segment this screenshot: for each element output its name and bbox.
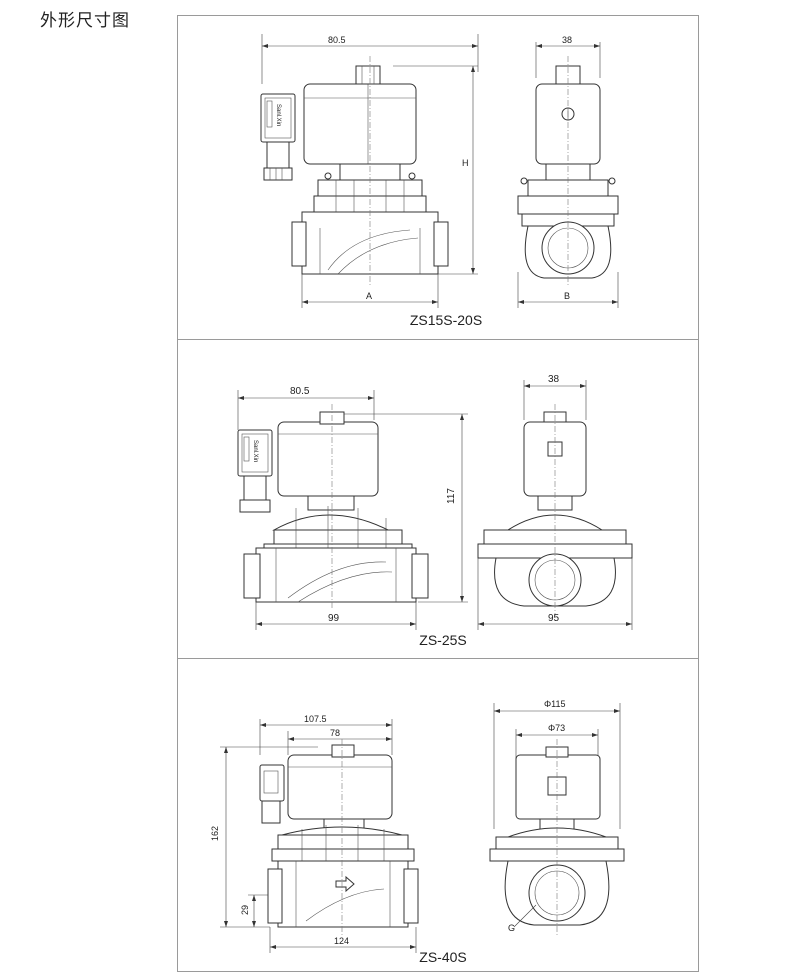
zs40-front-view: 107.5 78 162 29 — [210, 714, 419, 953]
zs15-width-label: 80.5 — [328, 35, 346, 45]
zs15-port-a-label: A — [366, 291, 372, 301]
drawing-frame: 80.5 H Sanl.Xin — [177, 15, 699, 972]
zs25-depth-label: 38 — [548, 374, 560, 385]
zs40-overall-label: 107.5 — [304, 714, 327, 724]
zs15-port-b-label: B — [564, 291, 570, 301]
zs25-height-label: 117 — [446, 488, 457, 504]
zs40-coil-label: 78 — [330, 728, 340, 738]
panel-zs-40s: 107.5 78 162 29 — [178, 658, 698, 973]
zs15-side-view: 38 B — [517, 35, 619, 308]
zs25-drawing: 80.5 117 Sanl.Xin — [237, 374, 633, 630]
zs40-drawing: 107.5 78 162 29 — [210, 699, 625, 953]
zs25-model-label: ZS-25S — [419, 632, 467, 648]
page-heading: 外形尺寸图 — [40, 11, 130, 31]
zs25-front-view: 80.5 117 Sanl.Xin — [237, 386, 468, 630]
zs40-side-view: Φ115 Φ73 G — [489, 699, 625, 935]
zs40-length-label: 124 — [334, 936, 349, 946]
zs15-coil-brand: Sanl.Xin — [275, 104, 281, 126]
panel-zs15s-20s: 80.5 H Sanl.Xin — [178, 16, 698, 339]
zs25-port-b-label: 95 — [548, 613, 560, 624]
zs40-thread-label: G — [508, 923, 515, 933]
zs15-drawing: 80.5 H Sanl.Xin — [260, 34, 619, 308]
zs25-side-view: 38 95 — [477, 374, 633, 630]
zs40-outer-dia-label: Φ115 — [544, 699, 566, 709]
zs25-port-a-label: 99 — [328, 613, 340, 624]
zs25-width-label: 80.5 — [290, 386, 310, 397]
zs15-depth-label: 38 — [562, 35, 572, 45]
zs15-height-label: H — [462, 158, 469, 168]
zs25-coil-brand: Sanl.Xin — [252, 440, 258, 462]
zs15-model-label: ZS15S-20S — [409, 312, 483, 328]
zs40-port-height-label: 29 — [240, 905, 250, 915]
zs40-model-label: ZS-40S — [419, 949, 467, 965]
zs15-front-view: 80.5 H Sanl.Xin — [260, 34, 479, 308]
zs40-inner-dia-label: Φ73 — [548, 723, 565, 733]
panel-zs-25s: 80.5 117 Sanl.Xin — [178, 339, 698, 658]
zs40-height-label: 162 — [210, 826, 220, 841]
